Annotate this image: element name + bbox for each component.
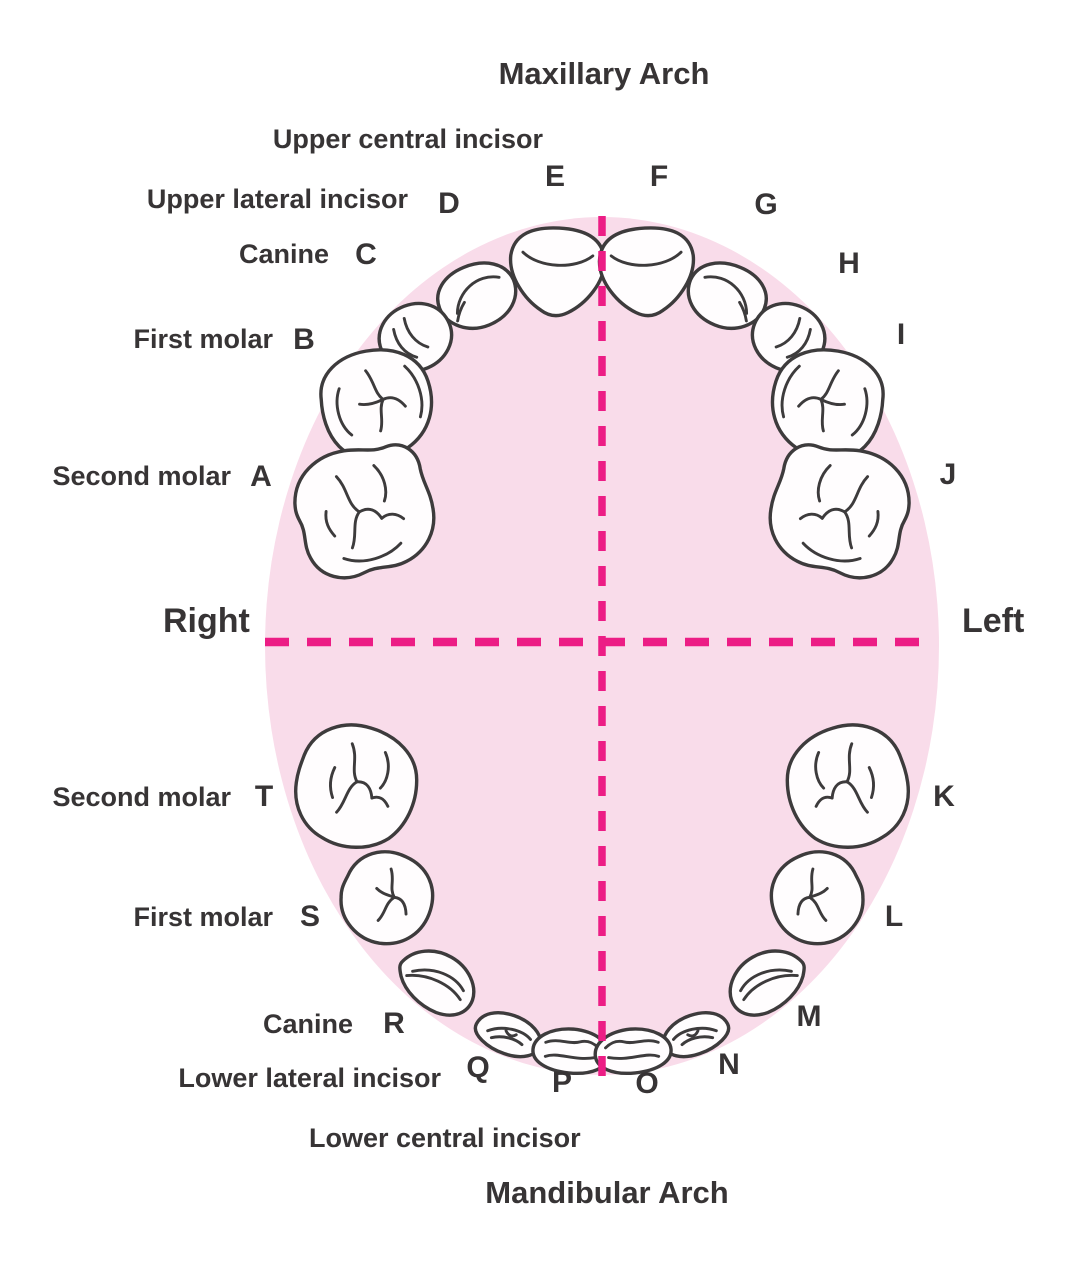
tooth-letter-c: C	[355, 238, 377, 271]
tooth-letter-o: O	[635, 1067, 658, 1100]
tooth-letter-d: D	[438, 187, 460, 220]
side-label-left: Left	[962, 602, 1024, 640]
tooth-letter-q: Q	[466, 1051, 489, 1084]
label-upper-second-molar: Second molar	[52, 461, 231, 491]
label-upper-lateral-incisor: Upper lateral incisor	[147, 184, 409, 214]
label-lower-canine: Canine	[263, 1009, 353, 1039]
label-lower-lateral-incisor: Lower lateral incisor	[178, 1063, 441, 1093]
tooth-letter-i: I	[897, 318, 905, 351]
label-lower-second-molar: Second molar	[52, 782, 231, 812]
label-lower-first-molar: First molar	[133, 902, 273, 932]
tooth-letter-m: M	[797, 1000, 822, 1033]
tooth-letter-a: A	[250, 460, 272, 493]
tooth-letter-e: E	[545, 160, 565, 193]
tooth-letter-n: N	[718, 1048, 740, 1081]
tooth-letter-l: L	[885, 900, 903, 933]
tooth-letter-s: S	[300, 900, 320, 933]
tooth-letter-r: R	[383, 1007, 405, 1040]
tooth-letter-p: P	[552, 1066, 572, 1099]
tooth-letter-f: F	[650, 160, 668, 193]
side-label-right: Right	[163, 602, 250, 640]
tooth-letter-b: B	[293, 323, 315, 356]
label-upper-central-incisor: Upper central incisor	[273, 124, 544, 154]
tooth-letter-h: H	[838, 247, 860, 280]
tooth-letter-k: K	[933, 780, 955, 813]
label-lower-central-incisor: Lower central incisor	[309, 1123, 581, 1153]
tooth-letter-t: T	[255, 780, 273, 813]
maxillary-arch-title: Maxillary Arch	[499, 56, 710, 91]
tooth-letter-g: G	[754, 188, 777, 221]
mandibular-arch-title: Mandibular Arch	[485, 1175, 728, 1210]
label-upper-first-molar: First molar	[133, 324, 273, 354]
label-upper-canine: Canine	[239, 239, 329, 269]
tooth-letter-j: J	[940, 458, 957, 491]
